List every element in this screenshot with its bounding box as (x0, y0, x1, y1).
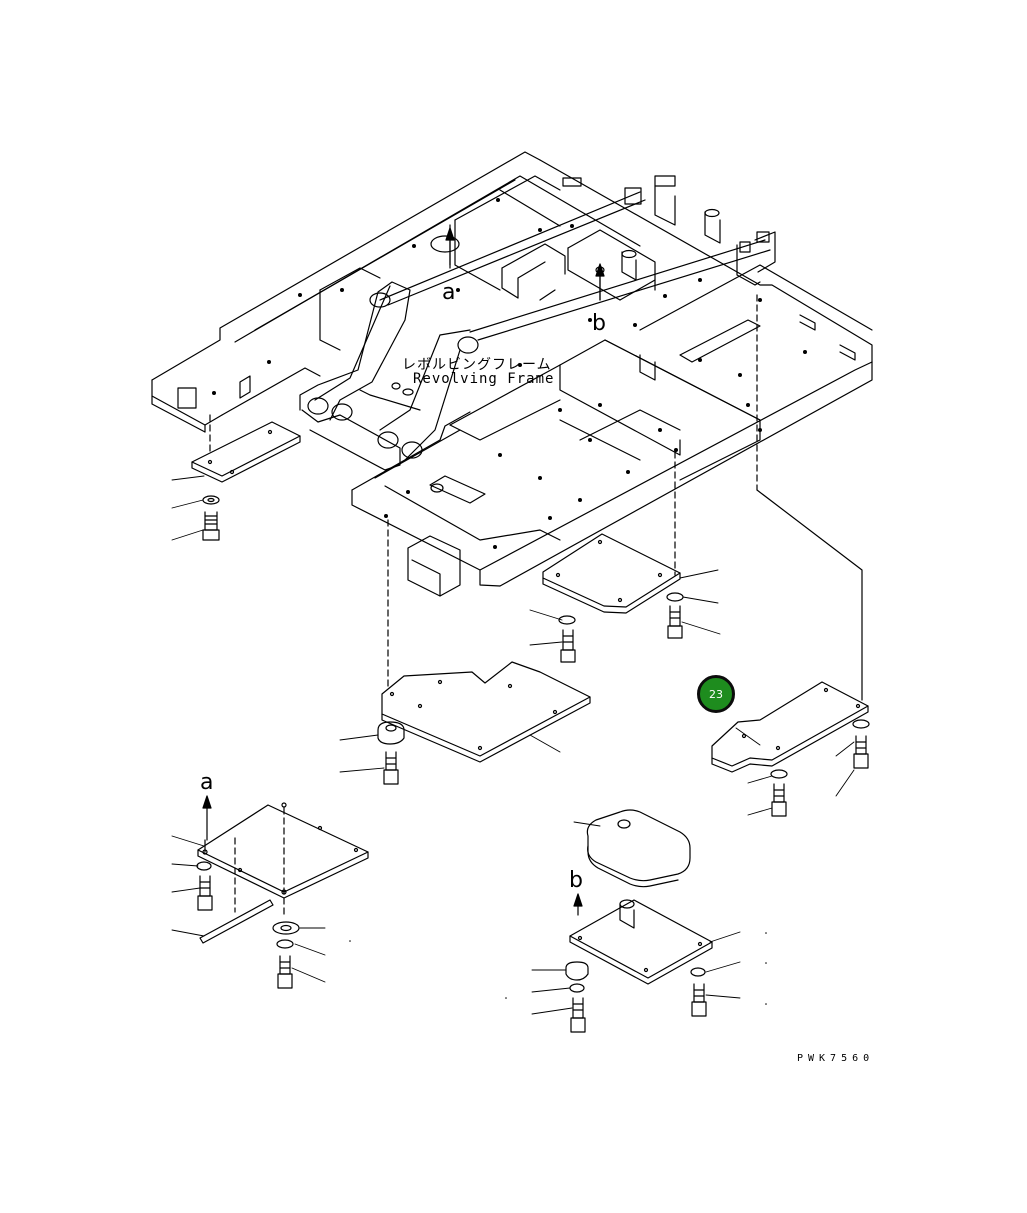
alignment-lines (209, 294, 758, 919)
spacer-post (619, 899, 635, 929)
frame-holes (212, 198, 807, 549)
reference-lines (449, 224, 863, 701)
leader-lines (171, 475, 855, 1015)
view-marker-b-bottom: b (569, 868, 583, 893)
boom-bracket (299, 191, 771, 504)
view-marker-a-top: a (442, 280, 456, 305)
strip-plate (199, 899, 274, 944)
fasteners (196, 495, 870, 1033)
cover-left-small (191, 421, 301, 483)
cover-right-upper (542, 533, 681, 614)
cover-23 (711, 681, 869, 773)
cover-lower-right (569, 899, 713, 985)
rounded-cover-plate (586, 809, 691, 888)
cover-lower-left (197, 802, 369, 899)
callout-badge-23[interactable]: 23 (697, 675, 735, 713)
frame-label-jp: レボルビングフレーム (402, 357, 552, 373)
view-arrows (202, 227, 605, 916)
leader-dots (349, 932, 767, 1005)
view-marker-b-top: b (592, 311, 606, 336)
drawing-code: PWK7560 (797, 1053, 875, 1064)
frame-label-en: Revolving Frame (413, 371, 555, 387)
view-marker-a-bottom: a (200, 770, 214, 795)
cover-center (381, 661, 591, 763)
